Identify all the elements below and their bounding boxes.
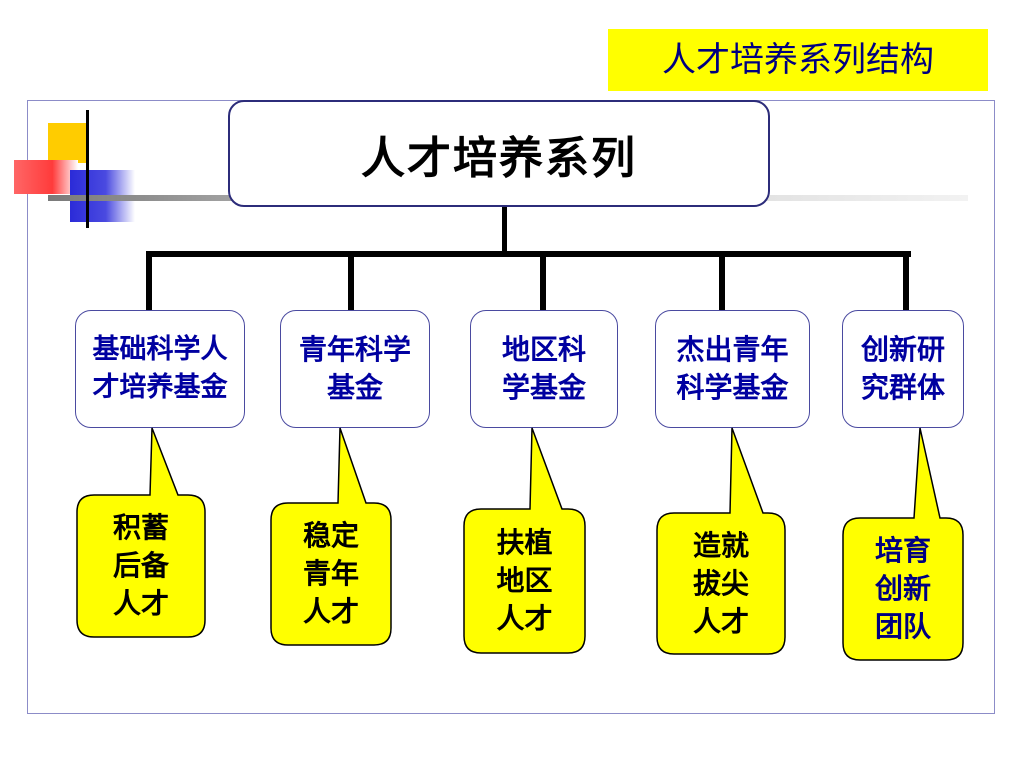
branch-connector-5 xyxy=(903,251,909,311)
callout-bubble-5 xyxy=(842,427,964,661)
branch-node-3: 地区科 学基金 xyxy=(470,310,618,428)
branch-connector-4 xyxy=(719,251,725,311)
callout-bubble-2 xyxy=(270,427,392,646)
callout-text-3: 扶植 地区 人才 xyxy=(496,526,553,635)
branch-bar xyxy=(148,251,911,257)
callout-bubble-3 xyxy=(463,427,586,654)
branch-connector-1 xyxy=(146,251,152,311)
branch-node-1: 基础科学人 才培养基金 xyxy=(75,310,245,428)
callout-text-1: 积蓄 后备 人才 xyxy=(112,511,169,620)
branch-connector-3 xyxy=(540,251,546,311)
decor-vertical-rule xyxy=(86,110,89,228)
callout-bubble-1 xyxy=(76,427,206,638)
callout-text-2: 稳定 青年 人才 xyxy=(302,519,359,628)
branch-node-5: 创新研 究群体 xyxy=(842,310,964,428)
decor-yellow-square xyxy=(48,123,86,163)
decor-red-bar xyxy=(14,160,78,194)
callout-bubble-4 xyxy=(656,427,786,655)
branch-node-4: 杰出青年 科学基金 xyxy=(655,310,810,428)
branch-connector-2 xyxy=(348,251,354,311)
callout-text-5: 培育 创新 团队 xyxy=(874,534,931,643)
callout-text-4: 造就 拔尖 人才 xyxy=(692,528,749,638)
root-node: 人才培养系列 xyxy=(228,100,770,207)
root-connector xyxy=(502,207,507,254)
branch-node-2: 青年科学 基金 xyxy=(280,310,430,428)
slide-title: 人才培养系列结构 xyxy=(608,29,988,91)
